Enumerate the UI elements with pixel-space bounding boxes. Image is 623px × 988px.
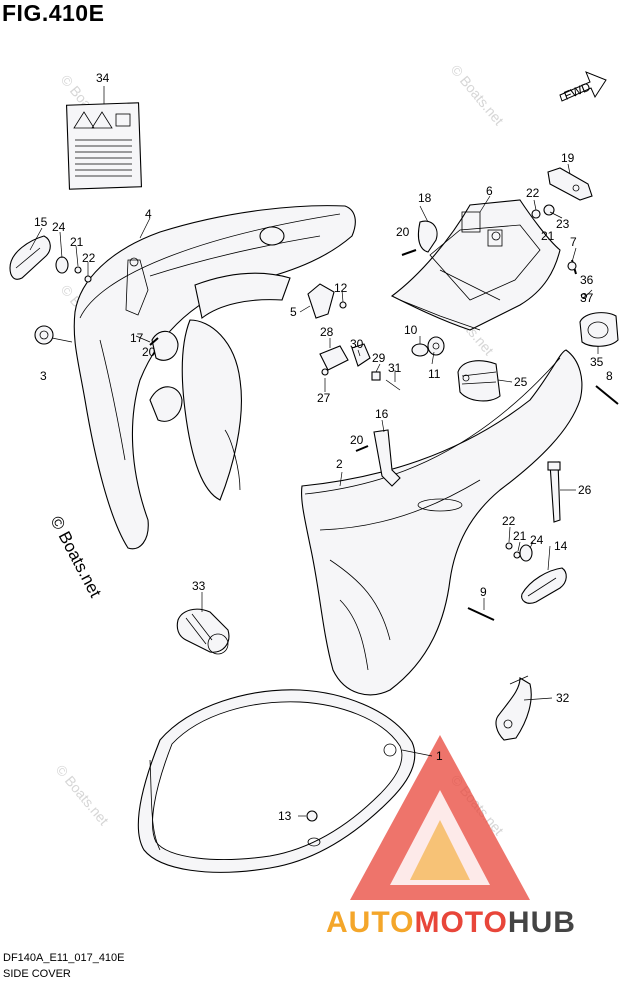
callout-36: 36 (580, 273, 594, 287)
watermark-text: © Boats.net (448, 62, 507, 129)
part-1-seal-gasket (137, 689, 416, 873)
callout-21: 21 (70, 235, 84, 249)
callout-7: 7 (570, 235, 577, 249)
callout-29: 29 (372, 351, 386, 365)
callout-4: 4 (145, 207, 152, 221)
callout-26: 26 (578, 483, 592, 497)
callout-19: 19 (561, 151, 575, 165)
callout-35: 35 (590, 355, 604, 369)
callout-22: 22 (82, 251, 96, 265)
callout-33: 33 (192, 579, 206, 593)
automotohub-logo-graphic (350, 735, 530, 900)
part-3-grommet (34, 325, 54, 345)
part-10-11-grommets (411, 336, 445, 357)
callout-9: 9 (480, 585, 487, 599)
part-14-handle-right (521, 567, 567, 604)
callout-21-low: 21 (513, 529, 527, 543)
logo-triangle-core (410, 820, 470, 880)
callout-10: 10 (404, 323, 418, 337)
brand-part-hub: HUB (507, 906, 576, 939)
figure-title: FIG.410E (2, 0, 105, 26)
brand-part-auto: AUTO (326, 906, 415, 939)
callout-25: 25 (514, 375, 528, 389)
figure-code: DF140A_E11_017_410E (3, 952, 125, 964)
callout-34: 34 (96, 71, 110, 85)
part-19-mount-bracket (547, 167, 593, 201)
callout-23: 23 (556, 217, 570, 231)
watermark-main: © Boats.net (46, 513, 105, 601)
brand-part-moto: MOTO (414, 906, 508, 939)
callout-22-top: 22 (526, 186, 540, 200)
part-16-lock-lever (373, 429, 401, 487)
callout-14: 14 (554, 539, 568, 553)
leader-lines (29, 86, 599, 817)
callout-11: 11 (428, 367, 441, 381)
part-24-bush (55, 256, 533, 562)
callout-20-mid: 20 (350, 433, 364, 447)
callout-15: 15 (34, 215, 48, 229)
callout-24-low: 24 (530, 533, 544, 547)
callout-2: 2 (336, 457, 343, 471)
part-33-hose-connector (176, 608, 230, 655)
callout-27: 27 (317, 391, 331, 405)
callout-18: 18 (418, 191, 432, 205)
callout-5: 5 (290, 305, 297, 319)
callout-6: 6 (486, 184, 493, 198)
callout-20-top: 20 (396, 225, 410, 239)
part-35-cable-grommet (579, 312, 619, 347)
washers (74, 204, 555, 559)
part-18-clip (417, 220, 438, 253)
part-32-clip-bracket (495, 675, 532, 741)
callout-17: 17 (130, 331, 144, 345)
callout-8: 8 (606, 369, 613, 383)
callout-16: 16 (375, 407, 389, 421)
part-2-lower-side-cover (301, 349, 583, 696)
callout-30: 30 (350, 337, 364, 351)
part-28-switch (319, 345, 349, 376)
brand-logo-text: AUTOMOTOHUB (326, 906, 576, 940)
bolts (149, 249, 619, 621)
callout-1: 1 (436, 749, 443, 763)
watermark-text: © Boats.net (53, 762, 112, 829)
part-15-handle-left (9, 235, 51, 280)
callout-21-top: 21 (541, 229, 555, 243)
part-5-clamp (307, 283, 347, 319)
part-30-connector (351, 343, 371, 367)
fwd-arrow: FWD (559, 71, 607, 103)
part-26-cable-tie (547, 461, 561, 523)
callout-20: 20 (142, 345, 156, 359)
fwd-label: FWD (562, 79, 593, 102)
callout-24: 24 (52, 220, 66, 234)
callout-31: 31 (388, 361, 402, 375)
callout-32: 32 (556, 691, 570, 705)
figure-name: SIDE COVER (3, 968, 71, 980)
callout-3: 3 (40, 369, 47, 383)
part-34-warning-label (65, 102, 143, 190)
callout-22-low: 22 (502, 514, 516, 528)
callout-28: 28 (320, 325, 334, 339)
callout-12: 12 (334, 281, 348, 295)
part-4-left-side-cover (73, 205, 356, 550)
part-25-rubber-mount (457, 360, 501, 402)
part-6-bracket-assembly (390, 199, 561, 331)
callout-37: 37 (580, 291, 594, 305)
callout-labels: 34 4 15 24 21 22 3 17 20 5 12 18 6 19 22… (34, 71, 613, 823)
callout-13: 13 (278, 809, 292, 823)
